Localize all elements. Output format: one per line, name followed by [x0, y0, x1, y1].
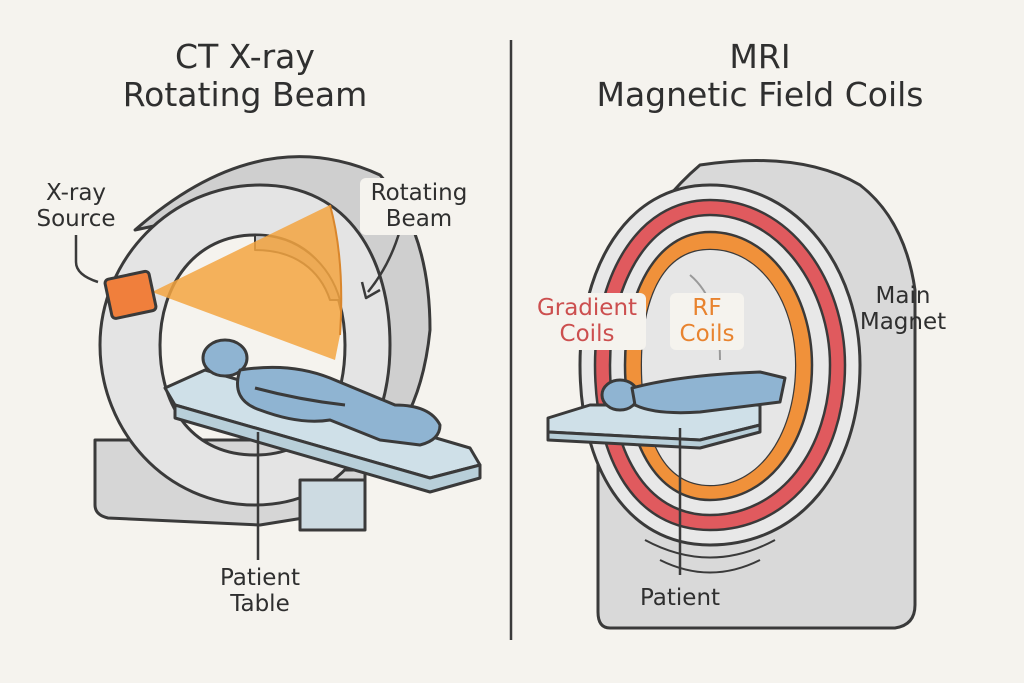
ct-title-line1: CT X-ray — [175, 37, 315, 76]
mri-patient — [600, 370, 787, 415]
mri-patient-body — [630, 370, 787, 415]
mri-face-lines-2 — [659, 559, 761, 574]
mri-patient-table — [546, 403, 762, 450]
label-main-magnet-line1: Main — [875, 283, 931, 309]
mri-face-lines — [644, 539, 776, 559]
ct-source-leader — [74, 232, 99, 284]
xray-source-box — [103, 269, 158, 320]
mri-table-edge — [546, 423, 762, 450]
label-patient-table-line2: Table — [230, 591, 290, 618]
label-rf-coils-line1: RF — [692, 295, 722, 321]
ct-table-stand — [298, 478, 367, 532]
ct-patient-arm — [254, 386, 346, 407]
label-gradient-coils-line1: Gradient — [536, 295, 638, 321]
mri-title-line1: MRI — [729, 37, 791, 76]
label-patient: Patient — [625, 585, 735, 611]
label-rotating-beam: Rotating Beam — [360, 178, 478, 235]
label-rotating-beam-line1: Rotating — [370, 180, 468, 206]
label-xray-source-line2: Source — [36, 206, 116, 233]
label-rf-coils: RF Coils — [670, 293, 744, 350]
label-main-magnet: Main Magnet — [848, 283, 958, 336]
mri-title: MRI Magnetic Field Coils — [570, 38, 950, 114]
label-rf-coils-line2: Coils — [679, 321, 735, 348]
ct-title-line2: Rotating Beam — [122, 74, 368, 114]
ct-title: CT X-ray Rotating Beam — [95, 38, 395, 114]
label-patient-table: Patient Table — [205, 565, 315, 618]
ct-beam-edge — [329, 204, 343, 336]
ct-table-edge — [173, 403, 482, 494]
label-gradient-coils: Gradient Coils — [528, 293, 646, 350]
label-gradient-coils-line2: Coils — [559, 321, 615, 348]
ct-beam-arrowhead — [360, 281, 381, 300]
label-main-magnet-line2: Magnet — [859, 309, 947, 336]
mri-title-line2: Magnetic Field Coils — [596, 74, 924, 114]
label-xray-source: X-ray Source — [22, 178, 130, 235]
label-patient-line1: Patient — [639, 585, 721, 611]
ct-beam — [152, 205, 342, 360]
ct-beam-arrow — [367, 229, 402, 293]
label-rotating-beam-line2: Beam — [385, 206, 453, 233]
ct-patient-body — [236, 365, 442, 447]
label-patient-table-line1: Patient — [219, 565, 301, 591]
label-xray-source-line1: X-ray — [45, 180, 107, 206]
ct-patient-head — [201, 338, 249, 378]
ct-patient — [201, 338, 442, 447]
